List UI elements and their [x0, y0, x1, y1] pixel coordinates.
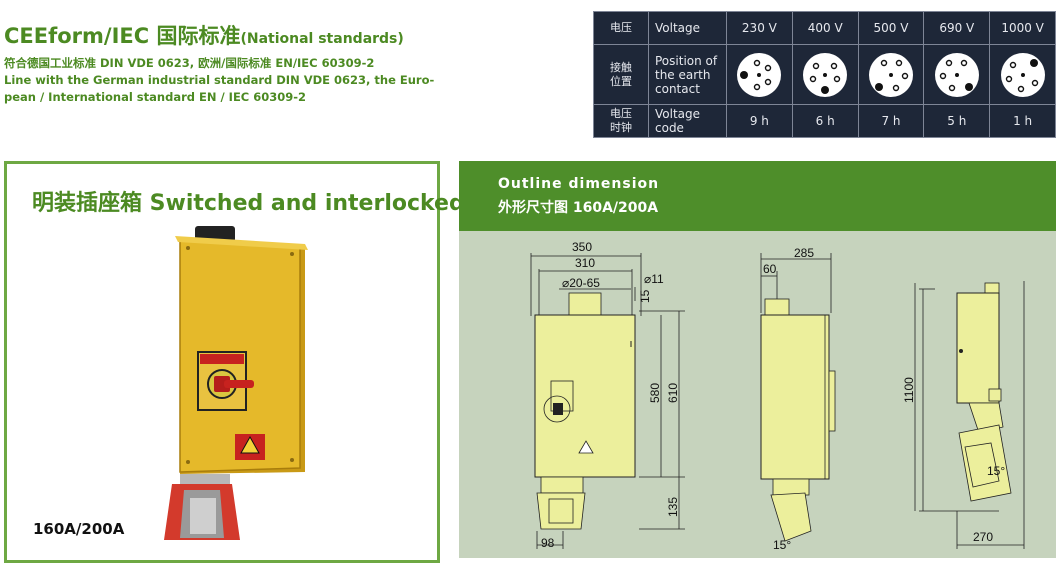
- outline-drawing: 350 310 ⌀11 ⌀20-65 15 580 610 135 98 285…: [530, 240, 1025, 552]
- standard-line-en-2: pean / International standard EN / IEC 6…: [4, 90, 307, 104]
- dim-front-width-inner: 310: [575, 256, 595, 270]
- code-230: 9 h: [726, 104, 793, 138]
- voltage-500: 500 V: [857, 11, 925, 45]
- voltage-1000: 1000 V: [989, 11, 1056, 45]
- socket-690-icon: [923, 44, 991, 105]
- dim-side-offset: 60: [763, 262, 777, 276]
- product-caption: 160A/200A: [33, 520, 125, 538]
- standard-line-cn: 符合德国工业标准 DIN VDE 0623, 欧洲/国际标准 EN/IEC 60…: [4, 56, 375, 70]
- socket-box-photo: [164, 226, 308, 540]
- dimension-header: [459, 161, 1056, 231]
- earth-position-row: 接触位置 Position of the earth contact: [593, 44, 1056, 105]
- title-sub: (National standards): [240, 31, 404, 47]
- socket-400-icon: [791, 44, 859, 105]
- dim-wall-depth: 270: [973, 530, 993, 544]
- earth-label-en: Position of the earth contact: [648, 44, 727, 105]
- voltage-230: 230 V: [726, 11, 793, 45]
- code-400: 6 h: [791, 104, 859, 138]
- standard-line-en-1: Line with the German industrial standard…: [4, 73, 435, 87]
- side-view: [760, 298, 836, 542]
- socket-500-icon: [857, 44, 925, 105]
- voltage-code-row: 电压时钟 Voltage code 9 h 6 h 7 h 5 h 1 h: [593, 104, 1056, 138]
- dimension-heading-en: Outline dimension: [498, 176, 660, 192]
- voltage-label-cn: 电压: [593, 11, 649, 45]
- earth-label-cn: 接触位置: [593, 44, 649, 105]
- dim-wall-angle: 15°: [987, 464, 1005, 478]
- dim-side-angle: 15°: [773, 538, 791, 552]
- dim-front-width-outer: 350: [572, 240, 592, 254]
- voltage-690: 690 V: [923, 11, 991, 45]
- page-title: CEEform/IEC 国际标准(National standards): [4, 20, 404, 50]
- dim-hole-dia: ⌀11: [644, 272, 664, 286]
- dim-total-height: 1100: [902, 377, 916, 403]
- front-view: [534, 292, 636, 530]
- socket-230-icon: [726, 44, 793, 105]
- dim-bottom: 135: [666, 497, 680, 517]
- code-500: 7 h: [857, 104, 925, 138]
- dim-side-depth: 285: [794, 246, 814, 260]
- socket-1000-icon: [989, 44, 1056, 105]
- product-title: 明装插座箱 Switched and interlocked: [32, 191, 465, 216]
- dim-gland: ⌀20-65: [562, 276, 600, 290]
- code-690: 5 h: [923, 104, 991, 138]
- voltage-400: 400 V: [791, 11, 859, 45]
- code-label-cn: 电压时钟: [593, 104, 649, 138]
- dim-height-outer: 610: [666, 383, 680, 403]
- code-1000: 1 h: [989, 104, 1056, 138]
- voltage-row: 电压 Voltage 230 V 400 V 500 V 690 V 1000 …: [593, 11, 1056, 45]
- wall-mount-view: [956, 282, 1012, 502]
- voltage-table: 电压 Voltage 230 V 400 V 500 V 690 V 1000 …: [593, 11, 1056, 138]
- dim-height-inner: 580: [648, 383, 662, 403]
- code-label-en: Voltage code: [648, 104, 727, 138]
- title-main: CEEform/IEC 国际标准: [4, 24, 241, 48]
- voltage-label-en: Voltage: [648, 11, 727, 45]
- dim-socket-width: 98: [541, 536, 555, 550]
- dim-top-offset: 15: [638, 289, 652, 303]
- dimension-heading-cn: 外形尺寸图 160A/200A: [498, 200, 659, 216]
